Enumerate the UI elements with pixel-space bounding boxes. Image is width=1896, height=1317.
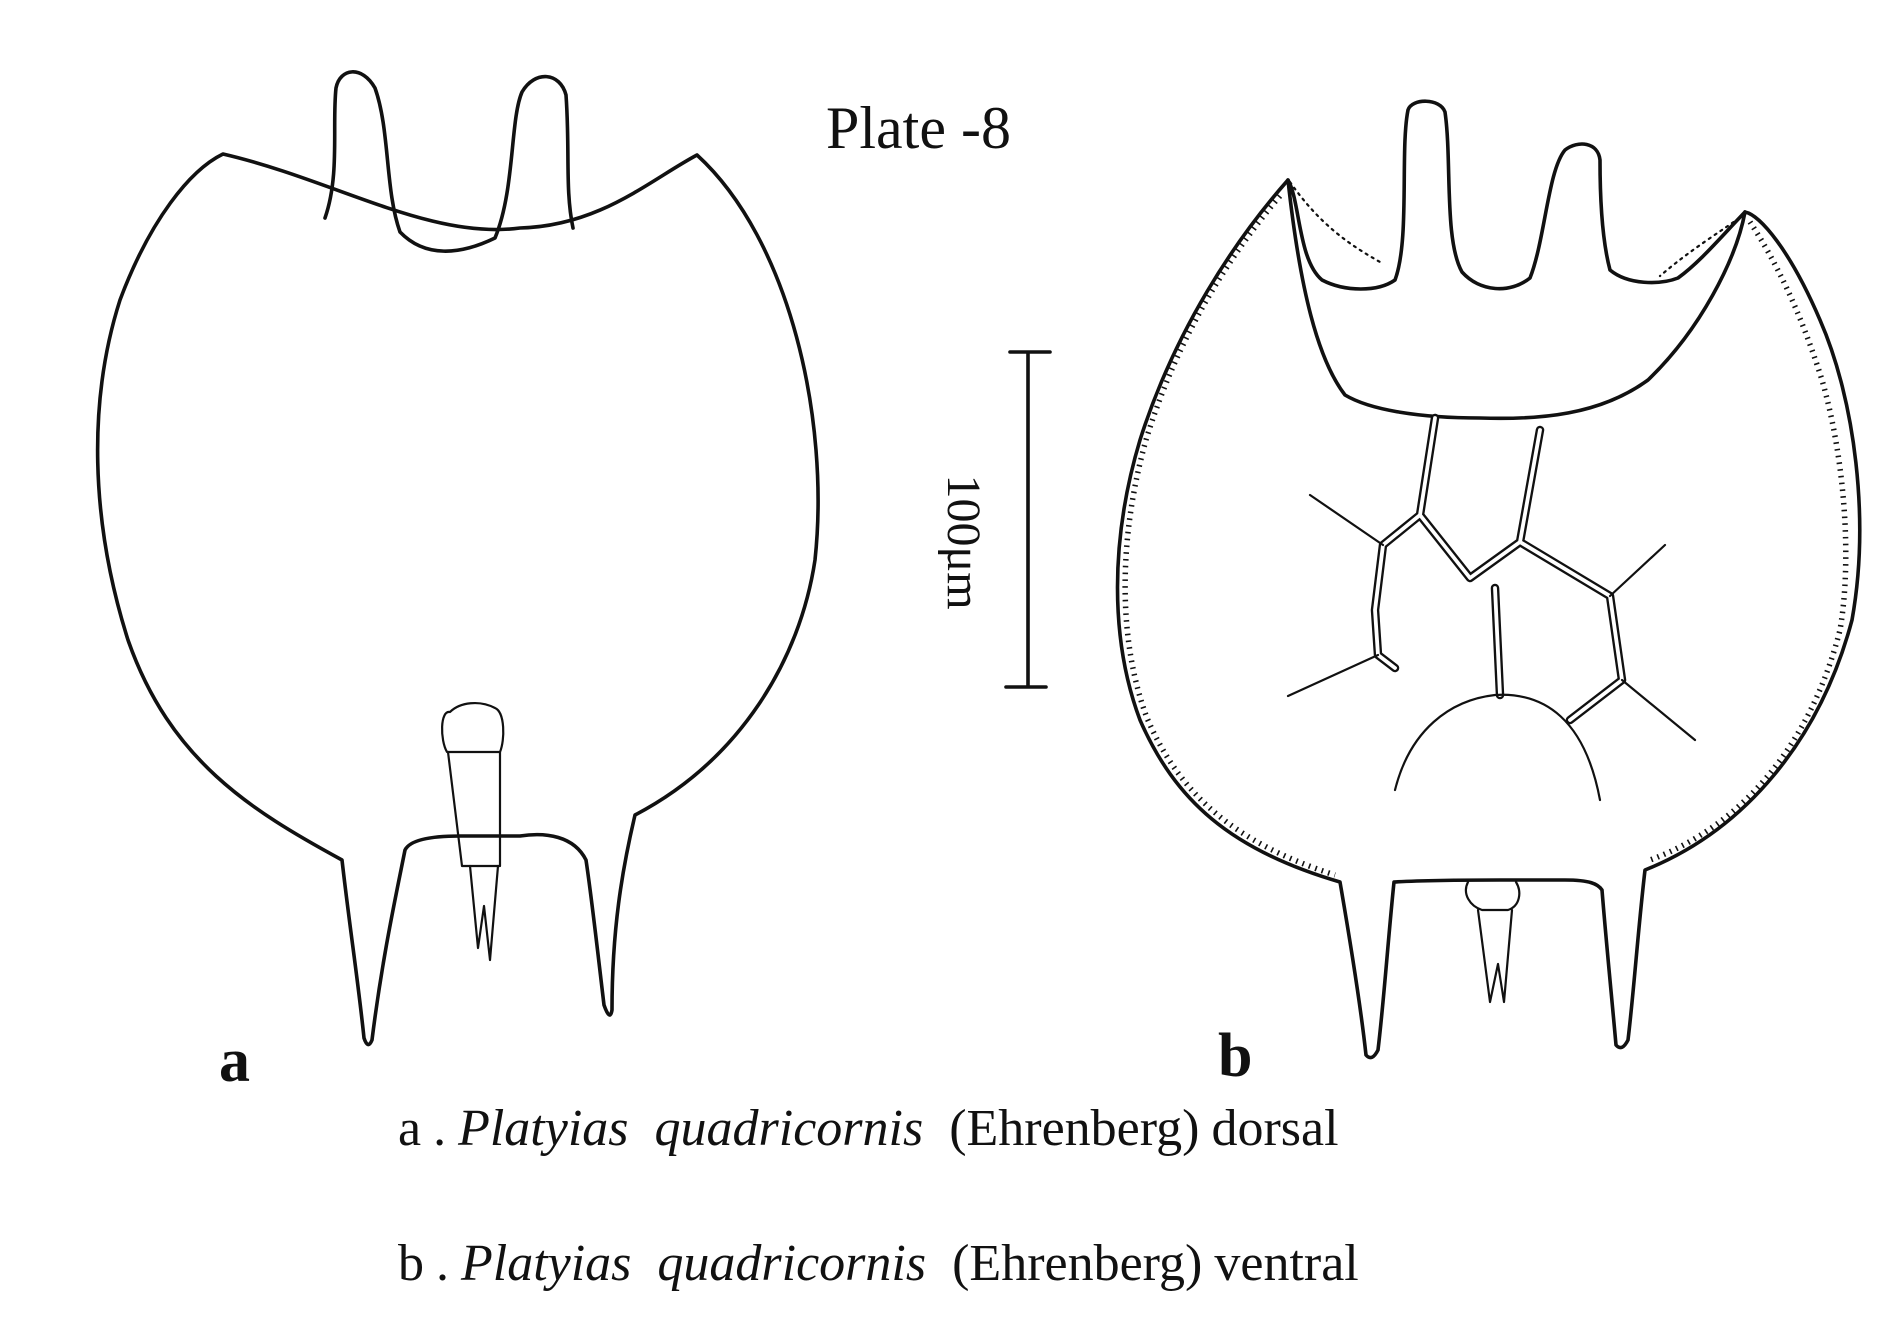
caption-b-authority: (Ehrenberg) — [952, 1235, 1202, 1292]
caption-a-separator: . — [433, 1100, 446, 1157]
figure-a-dorsal-drawing — [98, 72, 818, 1045]
figure-b-dotted-line-right — [1660, 214, 1745, 276]
scale-bar-label: 100μm — [939, 474, 987, 609]
caption-a-view: dorsal — [1211, 1100, 1338, 1157]
caption-a-genus: Platyias — [458, 1100, 628, 1157]
figure-b-letter: b — [1218, 1025, 1252, 1087]
caption-b-separator: . — [436, 1235, 449, 1292]
caption-b-species: quadricornis — [657, 1235, 926, 1292]
figure-a-foot — [442, 703, 503, 960]
figure-b-foot — [1466, 882, 1519, 1002]
caption-b-genus: Platyias — [461, 1235, 631, 1292]
caption-a-species: quadricornis — [655, 1100, 924, 1157]
caption-a-authority: (Ehrenberg) — [949, 1100, 1199, 1157]
figure-b-ventral-drawing — [1118, 101, 1860, 1057]
caption-a-letter: a — [398, 1100, 421, 1157]
plate-title: Plate -8 — [826, 98, 1011, 158]
caption-b-letter: b — [398, 1235, 424, 1292]
figure-b-anterior-margin — [1288, 101, 1745, 418]
scale-bar — [1006, 352, 1050, 687]
caption-b-view: ventral — [1214, 1235, 1358, 1292]
figure-a-lorica-outline — [98, 154, 818, 1045]
figure-b-serrated-edge-right — [1650, 222, 1846, 860]
figure-b-ventral-plates — [1288, 418, 1695, 800]
figure-a-caption: a.Platyias quadricornis (Ehrenberg)dorsal — [398, 1103, 1339, 1155]
figure-b-caption: b.Platyias quadricornis (Ehrenberg)ventral — [398, 1238, 1359, 1290]
figure-b-lorica-outline — [1118, 180, 1860, 1058]
figure-b-serrated-edge — [1125, 196, 1335, 875]
figure-a-letter: a — [219, 1030, 250, 1092]
